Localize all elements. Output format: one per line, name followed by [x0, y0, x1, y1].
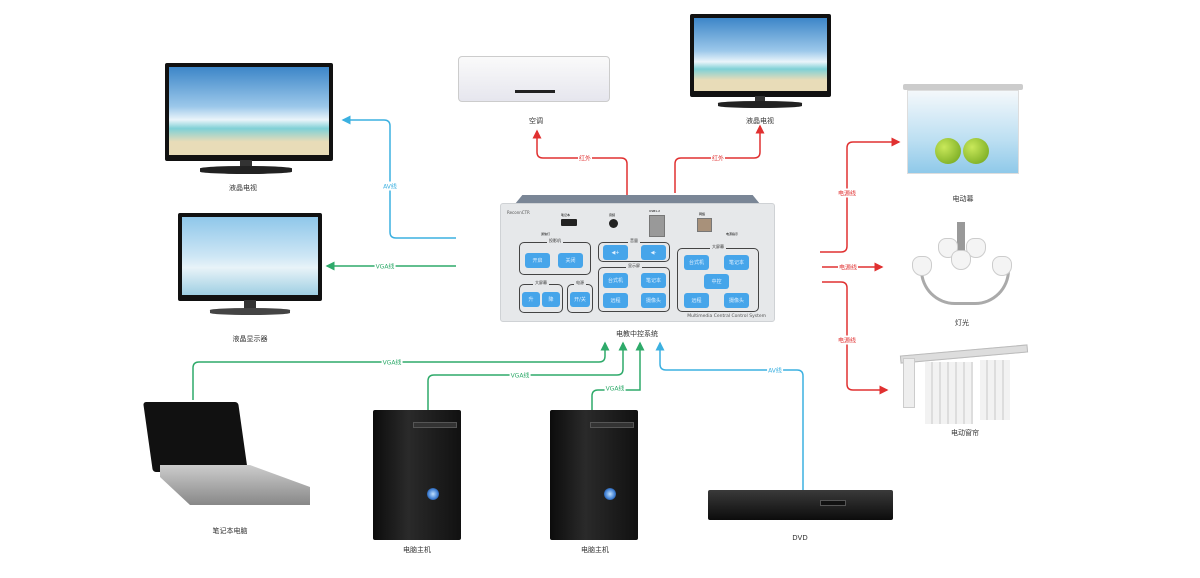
display-desktop-button[interactable]: 台式机 [603, 273, 628, 288]
volume-down-button[interactable]: ◀- [641, 245, 666, 260]
big-screen-camera-button[interactable]: 摄像头 [724, 293, 749, 308]
group-title: 音量 [628, 238, 640, 244]
dvd-label: DVD [792, 534, 808, 542]
ir-line-ac [532, 129, 628, 195]
big-screen-desktop-button[interactable]: 台式机 [684, 255, 709, 270]
laptop-label: 笔记本电脑 [212, 527, 248, 535]
panel-caption: Multimedia Central Control System [687, 314, 766, 319]
display-remote-button[interactable]: 远程 [603, 293, 628, 308]
display-camera-button[interactable]: 摄像头 [641, 293, 666, 308]
display-laptop-button[interactable]: 笔记本 [641, 273, 666, 288]
volume-up-button[interactable]: ◀+ [603, 245, 628, 260]
power-label: 电源线 [837, 262, 859, 272]
group-projector: 投影机 开启 关闭 [519, 238, 591, 275]
group-title: 大屏幕 [533, 280, 549, 286]
screen-up-button[interactable]: 升 [522, 292, 540, 307]
group-title: 大屏幕 [710, 244, 726, 250]
power-toggle-button[interactable]: 开/关 [570, 292, 590, 307]
av-line-tv-left [341, 115, 456, 239]
lighting-label: 灯光 [955, 319, 969, 327]
ir-label: 红外 [577, 153, 593, 163]
projector-on-button[interactable]: 开启 [525, 253, 550, 268]
group-display: 显示屏 台式机 笔记本 远程 摄像头 [598, 263, 670, 312]
led-label: 通信灯 [541, 232, 551, 236]
hdmi-port-label: 笔记本 [561, 213, 571, 217]
av-label: AV线 [382, 181, 398, 191]
group-title: 电源 [574, 280, 586, 286]
ir-label: 红外 [710, 153, 726, 163]
pc1-label: 电脑主机 [403, 546, 431, 554]
group-title: 显示屏 [626, 263, 642, 269]
vga-label: VGA线 [374, 261, 396, 271]
usb-ports [649, 215, 665, 237]
big-screen-remote-button[interactable]: 远程 [684, 293, 709, 308]
vga-label: VGA线 [509, 370, 531, 380]
ac-label: 空调 [529, 117, 543, 125]
big-screen-center-button[interactable]: 中控 [704, 274, 729, 289]
audio-port-label: 音频 [609, 213, 616, 217]
hdmi-port [561, 219, 577, 226]
pc2-label: 电脑主机 [581, 546, 609, 554]
group-volume: 音量 ◀+ ◀- [598, 238, 670, 262]
brand-logo: ReconnCTR [507, 210, 530, 215]
tv-top-label: 液晶电视 [746, 117, 774, 125]
vga-line-pc2 [591, 341, 645, 410]
big-screen-laptop-button[interactable]: 笔记本 [724, 255, 749, 270]
vga-label: VGA线 [381, 357, 403, 367]
power-label: 电源线 [836, 335, 858, 345]
screen-label: 电动幕 [952, 195, 974, 203]
av-label: AV线 [767, 365, 783, 375]
curtain-label: 电动窗帘 [951, 429, 979, 437]
vga-line-laptop [192, 341, 610, 400]
screen-down-button[interactable]: 降 [542, 292, 560, 307]
lan-port [697, 218, 712, 232]
av-line-dvd [655, 341, 804, 490]
group-title: 投影机 [547, 238, 563, 244]
led-label: 电源指示 [726, 232, 739, 236]
power-label: 电源线 [836, 188, 858, 198]
vga-label: VGA线 [604, 383, 626, 393]
group-screen-lift: 大屏幕 升 降 [519, 280, 563, 313]
tv-left-label: 液晶电视 [229, 184, 257, 192]
audio-port [609, 219, 618, 228]
usb-port-label: USB1-2 [649, 209, 661, 213]
monitor-label: 液晶显示器 [232, 335, 268, 343]
group-power: 电源 开/关 [567, 280, 593, 313]
projector-off-button[interactable]: 关闭 [558, 253, 583, 268]
controller-label: 电教中控系统 [616, 330, 658, 338]
power-line-screen [820, 137, 901, 253]
group-big-screen: 大屏幕 台式机 笔记本 中控 远程 摄像头 [677, 244, 759, 312]
lan-port-label: 网络 [699, 212, 706, 216]
